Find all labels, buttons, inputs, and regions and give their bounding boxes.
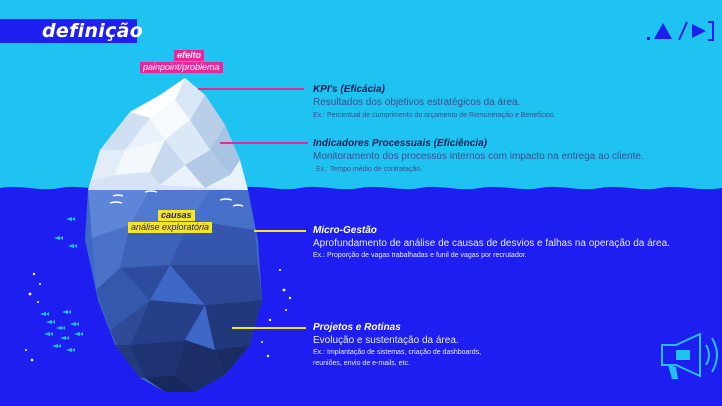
level-microgestao-title: Micro-Gestão [313,225,377,236]
iceberg-tip [88,78,248,190]
water-ripples [109,190,244,207]
level-microgestao-desc: Aprofundamento de análise de causas de d… [313,238,670,249]
title-bar [0,19,137,43]
page-title: definição [42,20,144,42]
effect-tag: efeito [174,50,205,61]
play-triangle-logo-icon [647,21,714,41]
level-projetos-title: Projetos e Rotinas [313,322,401,333]
connector-microgestao [254,230,306,232]
exploratory-tag: análise exploratória [128,222,213,233]
causes-tag: causas [158,210,195,221]
megaphone-icon [661,332,718,379]
level-projetos-example-1: Ex.: Implantação de sistemas, criação de… [313,349,482,356]
level-projetos-desc: Evolução e sustentação da área. [313,335,459,346]
bubbles [25,269,292,362]
level-projetos-example-2: reuniões, envio de e-mails, etc. [313,360,410,367]
level-kpi-title: KPI's (Eficácia) [313,84,385,95]
level-processuais-title: Indicadores Processuais (Eficiência) [313,138,487,149]
fish-school-icon [40,217,83,352]
connector-projetos [232,327,306,329]
connector-processuais [220,142,308,144]
level-kpi-desc: Resultados dos objetivos estratégicos da… [313,97,521,108]
connector-kpi [198,88,304,90]
level-processuais-desc: Monitoramento dos processos internos com… [313,151,644,162]
painpoint-tag: painpoint/problema [140,62,223,73]
level-processuais-example: Ex.: Tempo médio de contratação. [316,166,423,173]
level-kpi-example: Ex.: Percentual de cumprimento do orçame… [313,112,556,119]
level-microgestao-example: Ex.: Proporção de vagas trabalhadas e fu… [313,252,527,259]
